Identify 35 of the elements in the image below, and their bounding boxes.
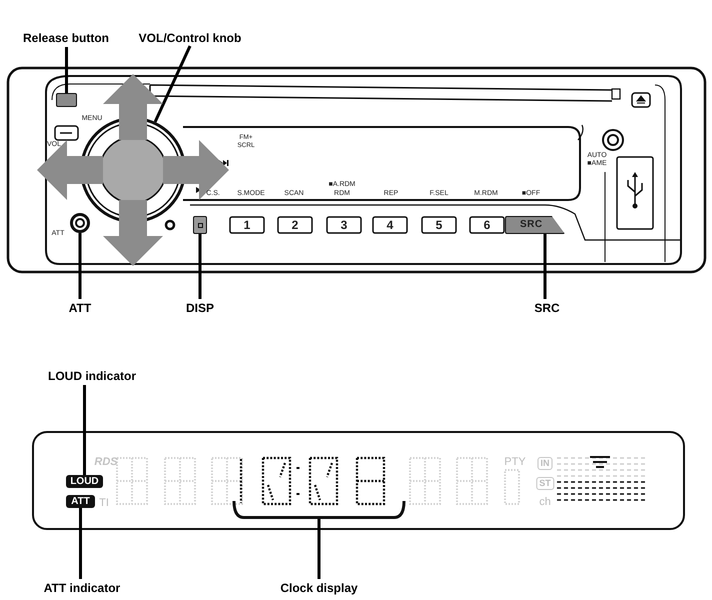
leader-line	[78, 233, 82, 299]
leader-line	[198, 234, 202, 299]
callout-label: Clock display	[272, 580, 366, 596]
callout-label: Release button	[8, 30, 124, 46]
callout-label: ATT	[58, 300, 102, 316]
button-number: 5	[436, 219, 442, 231]
button-number: 1	[244, 219, 250, 231]
button-number: 3	[340, 219, 348, 231]
leader-line	[79, 508, 82, 579]
small-button	[193, 216, 207, 234]
callout-label: LOUD indicator	[40, 368, 144, 384]
leader-line	[154, 45, 192, 122]
display-indicator-text: ST	[536, 477, 554, 490]
att-indicator: ATT	[66, 495, 95, 508]
callout-label: VOL/Control knob	[128, 30, 252, 46]
release-button	[56, 93, 77, 107]
leader-line	[318, 519, 320, 579]
display-indicator-text: PTY	[504, 457, 526, 468]
display-indicator-text: RDS	[94, 457, 118, 468]
display-indicator-text: ch	[539, 497, 551, 508]
callout-label: SRC	[525, 300, 569, 316]
leader-line	[544, 234, 546, 299]
display-indicator-text: IN	[538, 457, 552, 470]
leader-line	[65, 47, 68, 93]
src-button: SRC	[505, 216, 565, 234]
display-indicator-text: TI	[99, 498, 109, 509]
leader-line	[83, 385, 86, 475]
clock-digits-drawing	[232, 455, 406, 519]
loud-indicator: LOUD	[66, 475, 103, 488]
callout-label: DISP	[178, 300, 222, 316]
button-number: 2	[292, 219, 298, 231]
round-button	[70, 213, 90, 233]
button-number: 6	[484, 219, 490, 231]
callout-label: ATT indicator	[34, 580, 130, 596]
button-number: 4	[386, 219, 394, 231]
